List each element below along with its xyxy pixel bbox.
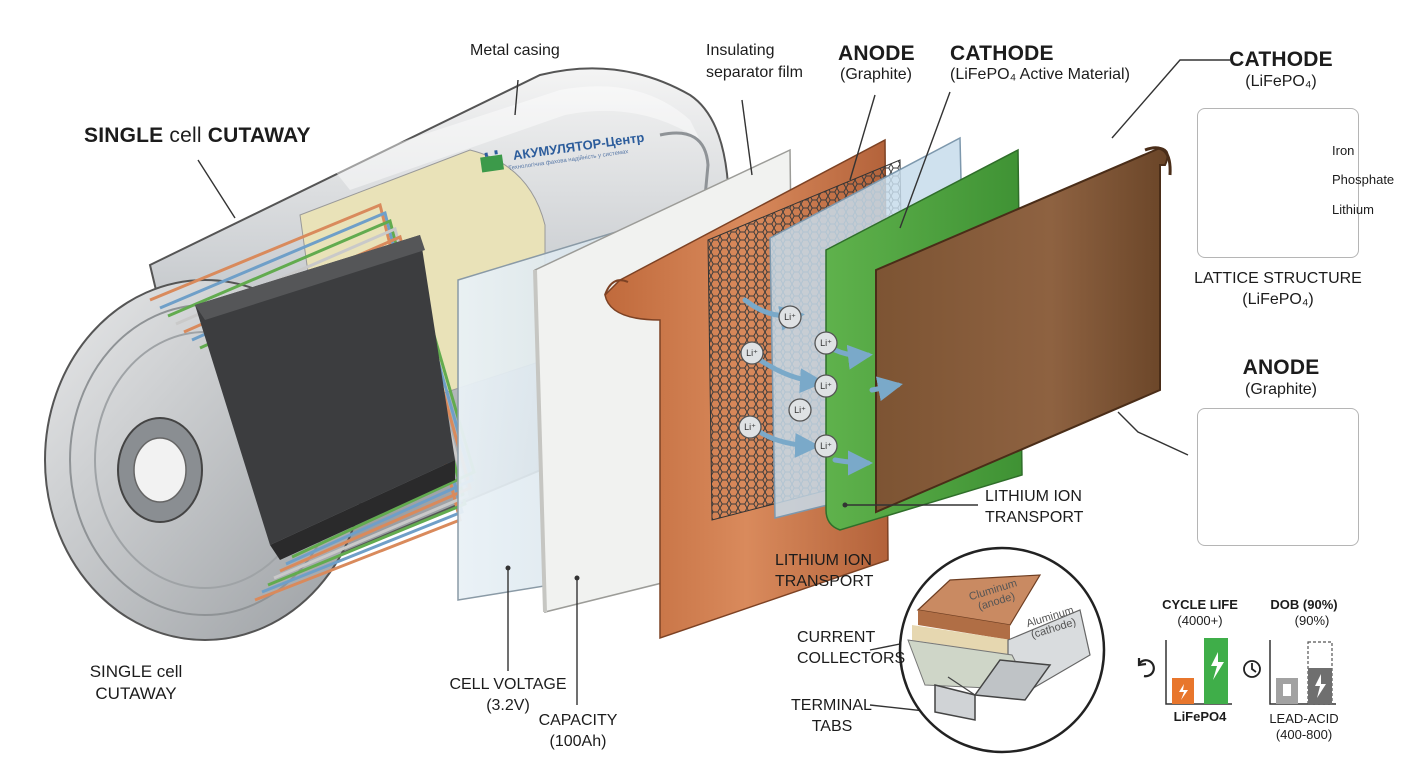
- tabs-label-line-2: TABS: [811, 718, 853, 735]
- svg-text:Li⁺: Li⁺: [744, 422, 756, 432]
- iron-legend-label: Iron: [1332, 143, 1355, 158]
- phosphate-legend-label: Phosphate: [1332, 172, 1395, 187]
- capacity-label-line-1: CAPACITY: [538, 712, 618, 729]
- svg-text:Li⁺: Li⁺: [784, 312, 796, 322]
- battery-logo-icon: [480, 150, 505, 173]
- cell-cutaway: [44, 67, 730, 641]
- separator-label-line-1: Insulating: [706, 42, 775, 59]
- cell-bottom-label-line-2: CUTAWAY: [95, 684, 177, 703]
- cathode-title: CATHODE: [950, 42, 1054, 65]
- lattice-caption-line-1: LATTICE STRUCTURE: [1194, 270, 1362, 287]
- dod-value: (90%): [1294, 613, 1330, 628]
- graphite-subtitle: (Graphite): [1244, 381, 1318, 398]
- cell-title-strong-2: CUTAWAY: [207, 124, 311, 147]
- graphite-title: ANODE: [1242, 356, 1320, 379]
- comparison-chart: [1137, 638, 1336, 705]
- li-ion-badge: Li⁺: [740, 341, 764, 365]
- cell-title-strong-1: SINGLE: [84, 124, 164, 147]
- lattice-subtitle: (LiFePO₄): [1245, 73, 1317, 90]
- graphite-box: [1197, 408, 1359, 546]
- collector-inset: [898, 546, 1106, 754]
- separator-label-line-2: separator film: [706, 64, 803, 81]
- svg-text:Li⁺: Li⁺: [746, 348, 758, 358]
- clock-icon: [1243, 660, 1261, 678]
- svg-text:Li⁺: Li⁺: [820, 381, 832, 391]
- cycle-life-value: (4000+): [1177, 613, 1223, 628]
- cell-bottom-label-line-1: SINGLE cell: [89, 662, 183, 681]
- lattice-box: [1197, 108, 1359, 258]
- cathode-current-collector: [875, 146, 1172, 514]
- transport-right-line-2: TRANSPORT: [985, 509, 1084, 526]
- dod-title: DOB (90%): [1270, 597, 1338, 612]
- svg-text:Li⁺: Li⁺: [820, 338, 832, 348]
- tabs-label-line-1: TERMINAL: [791, 697, 872, 714]
- li-ion-badge: Li⁺: [778, 305, 802, 329]
- cathode-subtitle: (LiFePO₄ Active Material): [950, 66, 1130, 83]
- dod-lead-acid-range: (400-800): [1275, 727, 1333, 742]
- refresh-cycle-icon: [1137, 658, 1155, 678]
- anode-title: ANODE: [838, 42, 915, 65]
- collectors-label-line-1: CURRENT: [797, 629, 876, 646]
- svg-text:Li⁺: Li⁺: [820, 441, 832, 451]
- collectors-label-line-2: COLLECTORS: [797, 650, 906, 667]
- cell-title-thin: cell: [163, 124, 208, 147]
- svg-text:Li⁺: Li⁺: [794, 405, 806, 415]
- li-ion-badge: Li⁺: [738, 415, 762, 439]
- li-ion-badge: Li⁺: [814, 374, 838, 398]
- li-ion-badge: Li⁺: [788, 398, 812, 422]
- lattice-title: CATHODE: [1229, 48, 1333, 71]
- cell-title: SINGLE cell CUTAWAY: [84, 124, 311, 148]
- transport-left-line-2: TRANSPORT: [775, 573, 874, 590]
- voltage-label-line-1: CELL VOLTAGE: [449, 676, 567, 693]
- cycle-life-title: CYCLE LIFE: [1162, 597, 1238, 612]
- transport-right-line-1: LITHIUM ION: [985, 488, 1082, 505]
- transport-left-line-1: LITHIUM ION: [775, 552, 872, 569]
- metal-casing-label: Metal casing: [470, 42, 560, 59]
- anode-subtitle: (Graphite): [839, 66, 913, 83]
- dod-lead-acid-label: LEAD-ACID: [1269, 711, 1339, 726]
- lattice-caption-line-2: (LiFePO₄): [1242, 291, 1314, 308]
- cycle-life-chemistry: LiFePO4: [1173, 709, 1227, 724]
- li-ion-badge: Li⁺: [814, 331, 838, 355]
- capacity-label-line-2: (100Ah): [549, 733, 607, 750]
- li-ion-badge: Li⁺: [814, 434, 838, 458]
- cell-interior: [195, 235, 455, 545]
- voltage-label-line-2: (3.2V): [486, 697, 530, 714]
- leader-dots: [505, 502, 848, 581]
- lithium-legend-label: Lithium: [1332, 202, 1374, 217]
